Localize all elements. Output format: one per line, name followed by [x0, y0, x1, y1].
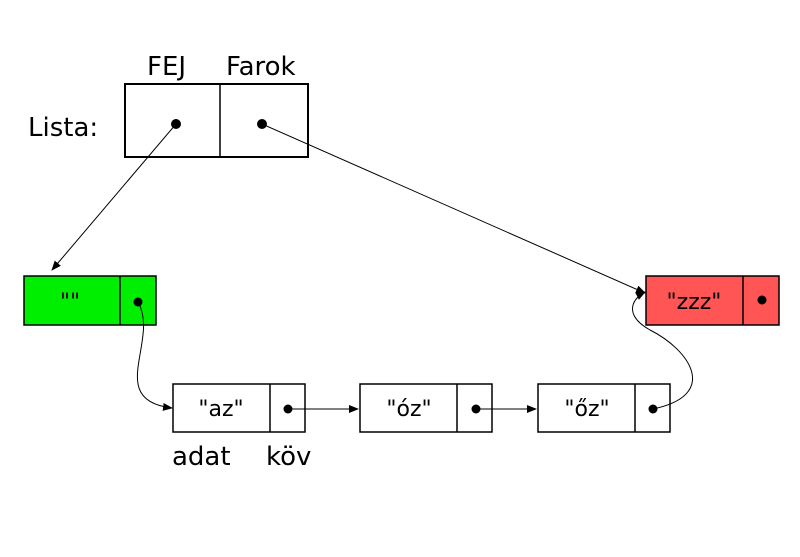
head-field-label: FEJ — [147, 52, 186, 82]
tail-field-label: Farok — [226, 52, 296, 82]
next-field-label: köv — [266, 442, 311, 472]
node-value: "őz" — [564, 397, 609, 422]
list-name-label: Lista: — [28, 113, 98, 143]
head-pointer-arrow — [51, 123, 177, 271]
node-element-oz: "óz" — [359, 383, 493, 433]
node-sentinel-head: "" — [23, 275, 157, 326]
next-pointer-dot — [757, 295, 767, 305]
node-value: "zzz" — [667, 290, 722, 315]
node-element-oz-long: "őz" — [537, 383, 671, 433]
node-element-az: "az" — [172, 383, 306, 433]
node-value: "" — [60, 290, 80, 315]
node-value: "az" — [198, 397, 243, 422]
node-sentinel-tail: "zzz" — [645, 275, 780, 326]
list-header-box — [124, 83, 309, 158]
data-field-label: adat — [172, 442, 231, 472]
sentinel-to-az-arrow — [136, 301, 173, 411]
node-value: "óz" — [386, 397, 431, 422]
oz-long-to-tail-arrow — [632, 291, 693, 410]
tail-pointer-arrow — [261, 123, 646, 294]
